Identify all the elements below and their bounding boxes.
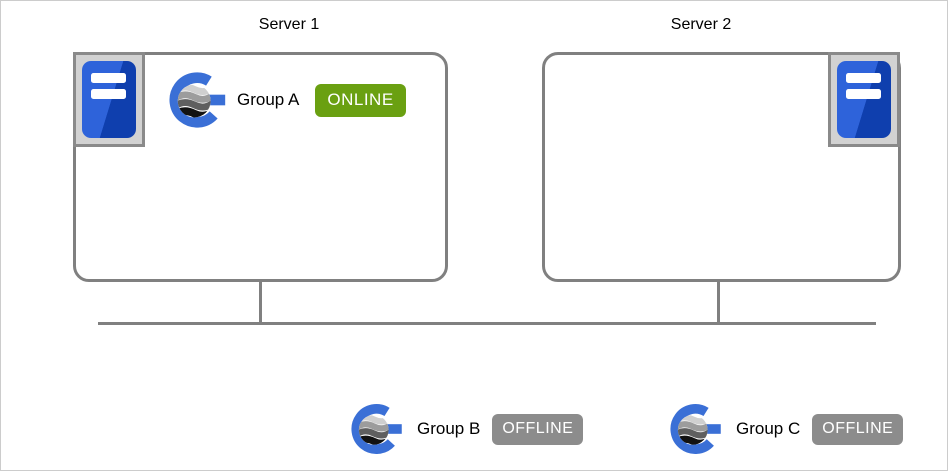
server-2-connector-line [717, 281, 720, 324]
server-tower-body [82, 61, 136, 138]
group-name-label: Group B [417, 419, 481, 438]
status-badge-online: ONLINE [315, 83, 406, 117]
server-tower-icon [828, 52, 900, 147]
availability-group-icon [169, 69, 231, 131]
server-tower-body [837, 61, 891, 138]
status-badge-offline: OFFLINE [492, 413, 584, 445]
server-tower-icon [73, 52, 145, 147]
server-drive-slot [91, 72, 127, 83]
server-1-connector-line [259, 281, 262, 324]
group-b-row: Group B OFFLINE [351, 400, 584, 458]
server-drive-slot [846, 89, 882, 100]
server-2-label: Server 2 [670, 16, 732, 33]
group-name-label: Group A [237, 90, 300, 109]
server-1-label: Server 1 [258, 16, 320, 33]
server-drive-slot [846, 72, 882, 83]
availability-group-icon [351, 401, 407, 457]
status-badge-offline: OFFLINE [812, 413, 904, 445]
availability-group-icon [670, 401, 726, 457]
group-a-row: Group A ONLINE [169, 69, 406, 131]
server-drive-slot [91, 89, 127, 100]
group-c-row: Group C OFFLINE [670, 400, 904, 458]
network-bus-line [98, 322, 876, 325]
group-name-label: Group C [736, 419, 801, 438]
